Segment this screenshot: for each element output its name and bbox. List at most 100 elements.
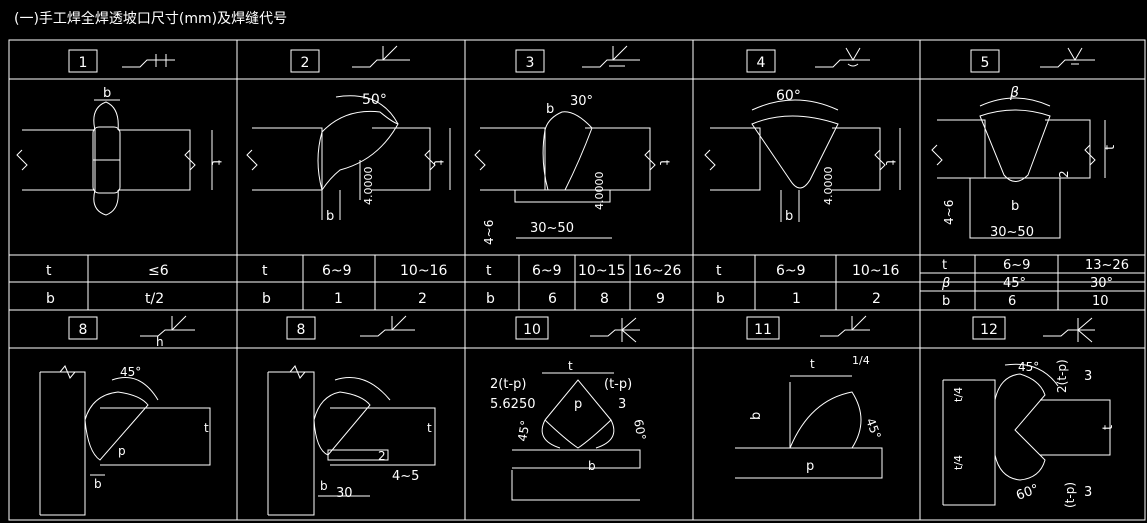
table-cell: b xyxy=(716,291,725,307)
weld-symbol-icon xyxy=(352,45,410,68)
dim-label: 2(t-p) xyxy=(490,377,526,392)
header-cell-12: 12 xyxy=(972,316,1095,343)
table-cell: 2 xyxy=(872,291,881,307)
dim-label: b xyxy=(1011,199,1019,214)
drawing-3: b 30° 30~50 4~6 4.0000 t xyxy=(474,94,671,245)
table-cell: 16~26 xyxy=(634,263,681,279)
table-cell: t/2 xyxy=(145,291,164,307)
table-cell: 45° xyxy=(1003,276,1026,291)
table-cell: t xyxy=(262,263,268,279)
dim-label: (t-p) xyxy=(1063,482,1077,508)
cell-number: 5 xyxy=(981,55,990,71)
table-cell: 10~16 xyxy=(852,263,899,279)
table-cell: β xyxy=(941,276,950,291)
dim-label: b xyxy=(320,479,328,493)
dim-label: p xyxy=(806,459,814,474)
dim-label: 30~50 xyxy=(530,221,574,236)
dim-label: p xyxy=(118,444,126,458)
angle-label: 60° xyxy=(776,88,801,104)
cell-number: 8 xyxy=(297,322,306,338)
dim-label: t xyxy=(204,421,209,435)
table-cell: b xyxy=(486,291,495,307)
dim-label: t xyxy=(427,421,432,435)
angle-label: 60° xyxy=(631,418,648,441)
header-cell-3: 3 xyxy=(515,45,640,73)
weld-symbol-icon xyxy=(815,47,870,68)
dim-label: 30 xyxy=(336,486,353,501)
table-cell: 6~9 xyxy=(776,263,806,279)
angle-label: 30° xyxy=(570,94,593,109)
table-cell: t xyxy=(486,263,492,279)
drawing-frame xyxy=(8,39,1146,521)
cell-number: 8 xyxy=(79,322,88,338)
table-cell: 6 xyxy=(1008,294,1016,309)
table-cell: 1 xyxy=(334,291,343,307)
dim-label: b xyxy=(588,459,596,473)
dim-label: t xyxy=(656,160,671,165)
dim-label: b xyxy=(103,86,111,101)
weld-symbol-icon xyxy=(140,315,195,337)
header-cell-11: 11 xyxy=(746,315,870,340)
cell-number: 2 xyxy=(301,55,310,71)
header-cell-8a: 8 h xyxy=(68,315,195,349)
weld-symbol-icon xyxy=(122,54,175,68)
drawing-10: t 2(t-p) (t-p) 5.6250 p 3 45° 60° b xyxy=(490,359,649,501)
cell-number: 11 xyxy=(754,322,772,338)
cell-number: 12 xyxy=(980,322,998,338)
table-cell: t xyxy=(716,263,722,279)
dim-label: 4.0000 xyxy=(593,172,606,211)
dim-label: t xyxy=(208,160,223,165)
weld-symbol-icon xyxy=(820,315,870,337)
table-cell: 10~16 xyxy=(400,263,447,279)
drawing-1: b t xyxy=(16,86,223,216)
angle-label: β xyxy=(1009,85,1019,101)
weld-symbol-icon xyxy=(1043,317,1095,343)
table-cell: 9 xyxy=(656,291,665,307)
dim-label: 3 xyxy=(618,397,626,412)
dim-label: b xyxy=(785,209,793,224)
drawing-5: β b 30~50 4~6 2 t xyxy=(931,85,1118,240)
weld-symbol-icon xyxy=(582,45,640,68)
dim-label: 3 xyxy=(1084,369,1092,384)
dim-label: (t-p) xyxy=(604,377,632,392)
header-cell-4: 4 xyxy=(746,47,870,73)
weld-symbol-icon xyxy=(360,315,415,337)
angle-label: 60° xyxy=(1014,482,1041,504)
angle-label: 45° xyxy=(515,419,532,442)
cell-number: 3 xyxy=(526,55,535,71)
table-cell: 13~26 xyxy=(1085,258,1129,273)
dim-label: 30~50 xyxy=(990,225,1034,240)
angle-label: 45° xyxy=(120,365,141,379)
dim-label: 4.0000 xyxy=(362,167,375,206)
dim-label: 5.6250 xyxy=(490,397,536,412)
header-cell-2: 2 xyxy=(290,45,410,73)
table-cell: t xyxy=(46,263,52,279)
drawing-8b: 2 30 b 4~5 t xyxy=(267,365,436,516)
dim-label: 3 xyxy=(1084,485,1092,500)
table-cell: 10~15 xyxy=(578,263,625,279)
dim-label: t/4 xyxy=(952,387,965,402)
dim-label: t/4 xyxy=(952,455,965,470)
header-cell-8b: 8 xyxy=(286,315,415,340)
dim-label: h xyxy=(156,335,164,349)
table-cell: 6~9 xyxy=(532,263,562,279)
cell-number: 10 xyxy=(523,322,541,338)
dim-label: 2 xyxy=(378,449,386,463)
table-cell: 6~9 xyxy=(1003,258,1030,273)
header-cell-10: 10 xyxy=(515,316,640,343)
drawing-2: 50° b 4.0000 t xyxy=(246,92,451,224)
dim-label: t xyxy=(882,160,897,165)
dim-label: p xyxy=(574,397,582,412)
dim-label: t xyxy=(1103,145,1118,150)
dim-label: 1/4 xyxy=(852,354,870,367)
angle-label: 45° xyxy=(863,416,883,441)
drawing-11: t 1/4 45° b p xyxy=(735,354,884,479)
table-cell: b xyxy=(262,291,271,307)
drawing-12: 45° t/4 t/4 2(t-p) 3 t 60° (t-p) 3 xyxy=(942,359,1116,508)
table-cell: 6 xyxy=(548,291,557,307)
table-cell: 8 xyxy=(600,291,609,307)
dim-label: t xyxy=(1101,425,1116,430)
header-cell-1: 1 xyxy=(68,49,175,73)
cell-number: 1 xyxy=(79,55,88,71)
